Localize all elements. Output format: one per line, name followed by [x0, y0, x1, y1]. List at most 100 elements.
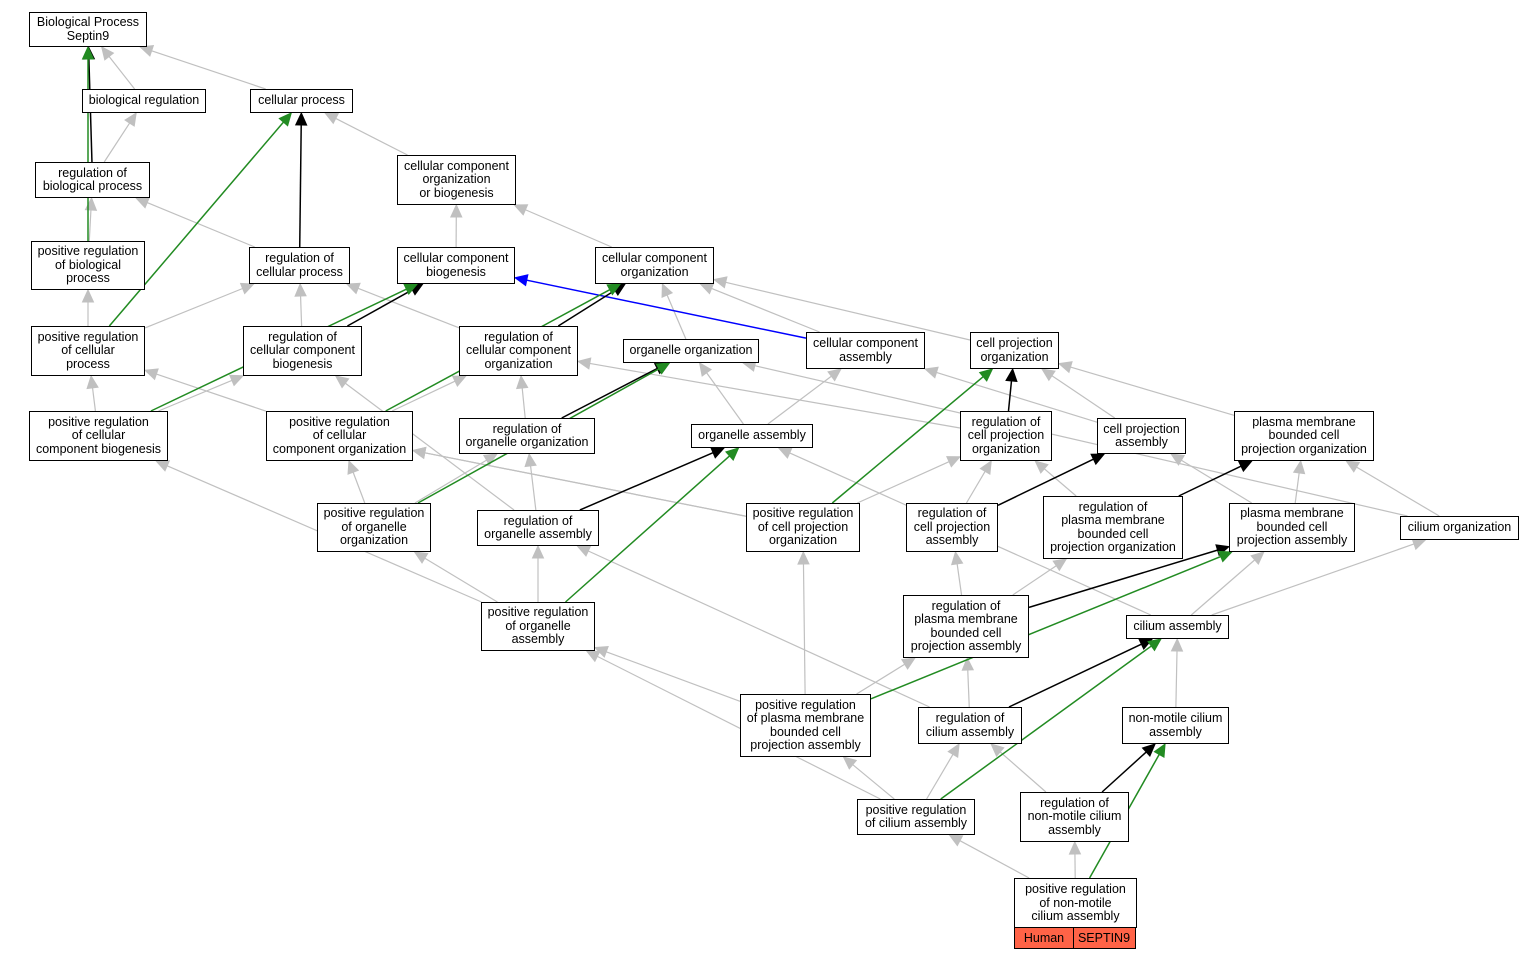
edge-is-a	[521, 387, 526, 419]
node-regulation-of-biological-process[interactable]: regulation of biological process	[35, 162, 150, 198]
node-organelle-organization[interactable]: organelle organization	[623, 339, 759, 363]
edge-arrowhead	[946, 456, 962, 468]
edge-arrowhead	[979, 459, 992, 475]
node-cell-projection-assembly[interactable]: cell projection assembly	[1097, 418, 1186, 454]
edge-is-a	[1043, 468, 1077, 497]
node-positive-regulation-of-organelle-assembly[interactable]: positive regulation of organelle assembl…	[481, 602, 595, 651]
node-positive-regulation-of-organelle-organization[interactable]: positive regulation of organelle organiz…	[317, 503, 431, 552]
node-organelle-assembly[interactable]: organelle assembly	[691, 424, 813, 448]
node-regulation-of-plasma-membrane-bounded-cell-projection-assembly[interactable]: regulation of plasma membrane bounded ce…	[903, 595, 1029, 658]
edge-arrowhead	[239, 282, 255, 295]
edge-arrowhead	[1052, 558, 1068, 572]
edge-is-a	[335, 117, 408, 156]
edge-is-a	[588, 550, 930, 708]
edge-part-of	[1028, 549, 1218, 609]
edge-arrowhead	[1170, 453, 1186, 466]
edge-arrowhead	[347, 459, 360, 475]
edge-is-a	[1294, 472, 1300, 504]
node-regulation-of-plasma-membrane-bounded-cell-projection-organization[interactable]: regulation of plasma membrane bounded ce…	[1043, 496, 1183, 559]
edge-is-a	[525, 209, 612, 248]
edge-part-of	[1008, 643, 1142, 708]
edge-arrowhead	[1147, 638, 1162, 652]
edge-arrowhead	[1090, 453, 1106, 466]
edge-is-a	[1175, 650, 1178, 708]
edge-arrowhead	[1141, 743, 1156, 758]
node-cellular-process[interactable]: cellular process	[250, 89, 353, 113]
edge-arrowhead	[948, 834, 964, 847]
node-plasma-membrane-bounded-cell-projection-assembly[interactable]: plasma membrane bounded cell projection …	[1229, 503, 1355, 552]
edge-arrowhead	[524, 452, 537, 468]
edge-arrowhead	[1345, 460, 1361, 473]
node-non-motile-cilium-assembly[interactable]: non-motile cilium assembly	[1122, 707, 1229, 744]
edge-arrowhead	[655, 362, 671, 375]
edge-is-a	[156, 373, 267, 412]
edge-arrowhead	[576, 357, 592, 370]
node-positive-regulation-of-cell-projection-organization[interactable]: positive regulation of cell projection o…	[746, 503, 860, 552]
edge-is-a	[424, 452, 747, 517]
edge-arrowhead	[229, 374, 245, 387]
edge-arrowhead	[323, 112, 340, 125]
node-regulation-of-non-motile-cilium-assembly[interactable]: regulation of non-motile cilium assembly	[1020, 792, 1129, 842]
edge-positively-regulates	[108, 121, 285, 327]
node-regulation-of-cellular-component-organization[interactable]: regulation of cellular component organiz…	[459, 326, 578, 376]
node-positive-regulation-of-cellular-component-biogenesis[interactable]: positive regulation of cellular componen…	[29, 411, 168, 461]
node-positive-regulation-of-non-motile-cilium-assembly[interactable]: positive regulation of non-motile cilium…	[1014, 878, 1137, 928]
node-regulation-of-cell-projection-organization[interactable]: regulation of cell projection organizati…	[960, 411, 1052, 461]
node-cilium-organization[interactable]: cilium organization	[1400, 516, 1519, 540]
edge-arrowhead	[143, 368, 159, 381]
annotation-row: Human SEPTIN9	[1014, 927, 1137, 949]
edge-arrowhead	[482, 453, 498, 466]
edge-is-a	[299, 295, 303, 327]
edge-arrowhead	[797, 550, 810, 565]
node-cell-projection-organization[interactable]: cell projection organization	[970, 332, 1059, 369]
edge-is-a	[88, 209, 92, 242]
node-positive-regulation-of-biological-process[interactable]: positive regulation of biological proces…	[31, 241, 145, 290]
node-cellular-component-organization-or-biogenesis[interactable]: cellular component organization or bioge…	[397, 155, 516, 205]
node-biological-process-septin9[interactable]: Biological Process Septin9	[29, 12, 147, 47]
node-positive-regulation-of-cellular-component-organization[interactable]: positive regulation of cellular componen…	[266, 411, 413, 461]
edge-is-a	[158, 379, 233, 412]
edge-arrowhead	[1217, 550, 1233, 563]
edge-is-a	[666, 294, 687, 340]
edge-arrowhead	[84, 196, 98, 211]
edge-is-a	[1181, 459, 1253, 504]
edge-is-a	[1012, 565, 1057, 596]
node-cilium-assembly[interactable]: cilium assembly	[1126, 615, 1229, 639]
edge-is-a	[1211, 543, 1415, 616]
node-positive-regulation-of-cilium-assembly[interactable]: positive regulation of cilium assembly	[857, 799, 975, 835]
edge-arrowhead	[294, 282, 307, 297]
edge-is-a	[357, 287, 460, 329]
edge-is-a	[965, 471, 986, 504]
edge-arrowhead	[900, 657, 916, 670]
node-regulation-of-cilium-assembly[interactable]: regulation of cilium assembly	[918, 707, 1022, 744]
edge-is-a	[767, 375, 832, 425]
edge-positively-regulates	[565, 455, 731, 603]
edge-is-a	[391, 380, 456, 412]
node-biological-regulation[interactable]: biological regulation	[82, 89, 206, 113]
edge-arrowhead	[1292, 459, 1306, 475]
node-regulation-of-organelle-organization[interactable]: regulation of organelle organization	[459, 418, 595, 454]
edge-is-a	[857, 461, 950, 504]
node-regulation-of-cellular-process[interactable]: regulation of cellular process	[249, 247, 350, 284]
node-cellular-component-assembly[interactable]: cellular component assembly	[806, 332, 925, 369]
edge-arrowhead	[698, 362, 713, 377]
node-plasma-membrane-bounded-cell-projection-organization[interactable]: plasma membrane bounded cell projection …	[1234, 411, 1374, 461]
edge-part-of	[997, 458, 1094, 506]
edge-arrowhead	[81, 288, 95, 303]
node-regulation-of-cellular-component-biogenesis[interactable]: regulation of cellular component biogene…	[243, 326, 362, 376]
edge-arrowhead	[990, 743, 1005, 757]
node-regulation-of-cell-projection-assembly[interactable]: regulation of cell projection assembly	[906, 503, 998, 552]
edge-part-of	[579, 452, 714, 511]
edge-arrowhead	[1250, 551, 1265, 565]
node-positive-regulation-of-plasma-membrane-bounded-cell-projection-assembly[interactable]: positive regulation of plasma membrane b…	[740, 694, 871, 757]
edge-arrowhead	[606, 283, 622, 296]
node-cellular-component-biogenesis[interactable]: cellular component biogenesis	[397, 247, 515, 284]
node-positive-regulation-of-cellular-process[interactable]: positive regulation of cellular process	[31, 326, 145, 376]
gene-label: SEPTIN9	[1072, 927, 1136, 949]
edge-arrowhead	[1068, 840, 1082, 855]
node-cellular-component-organization[interactable]: cellular component organization	[595, 247, 714, 284]
edge-is-a	[589, 362, 961, 429]
edge-arrowhead	[294, 111, 308, 126]
edge-arrowhead	[710, 447, 726, 459]
node-regulation-of-organelle-assembly[interactable]: regulation of organelle assembly	[477, 510, 599, 546]
